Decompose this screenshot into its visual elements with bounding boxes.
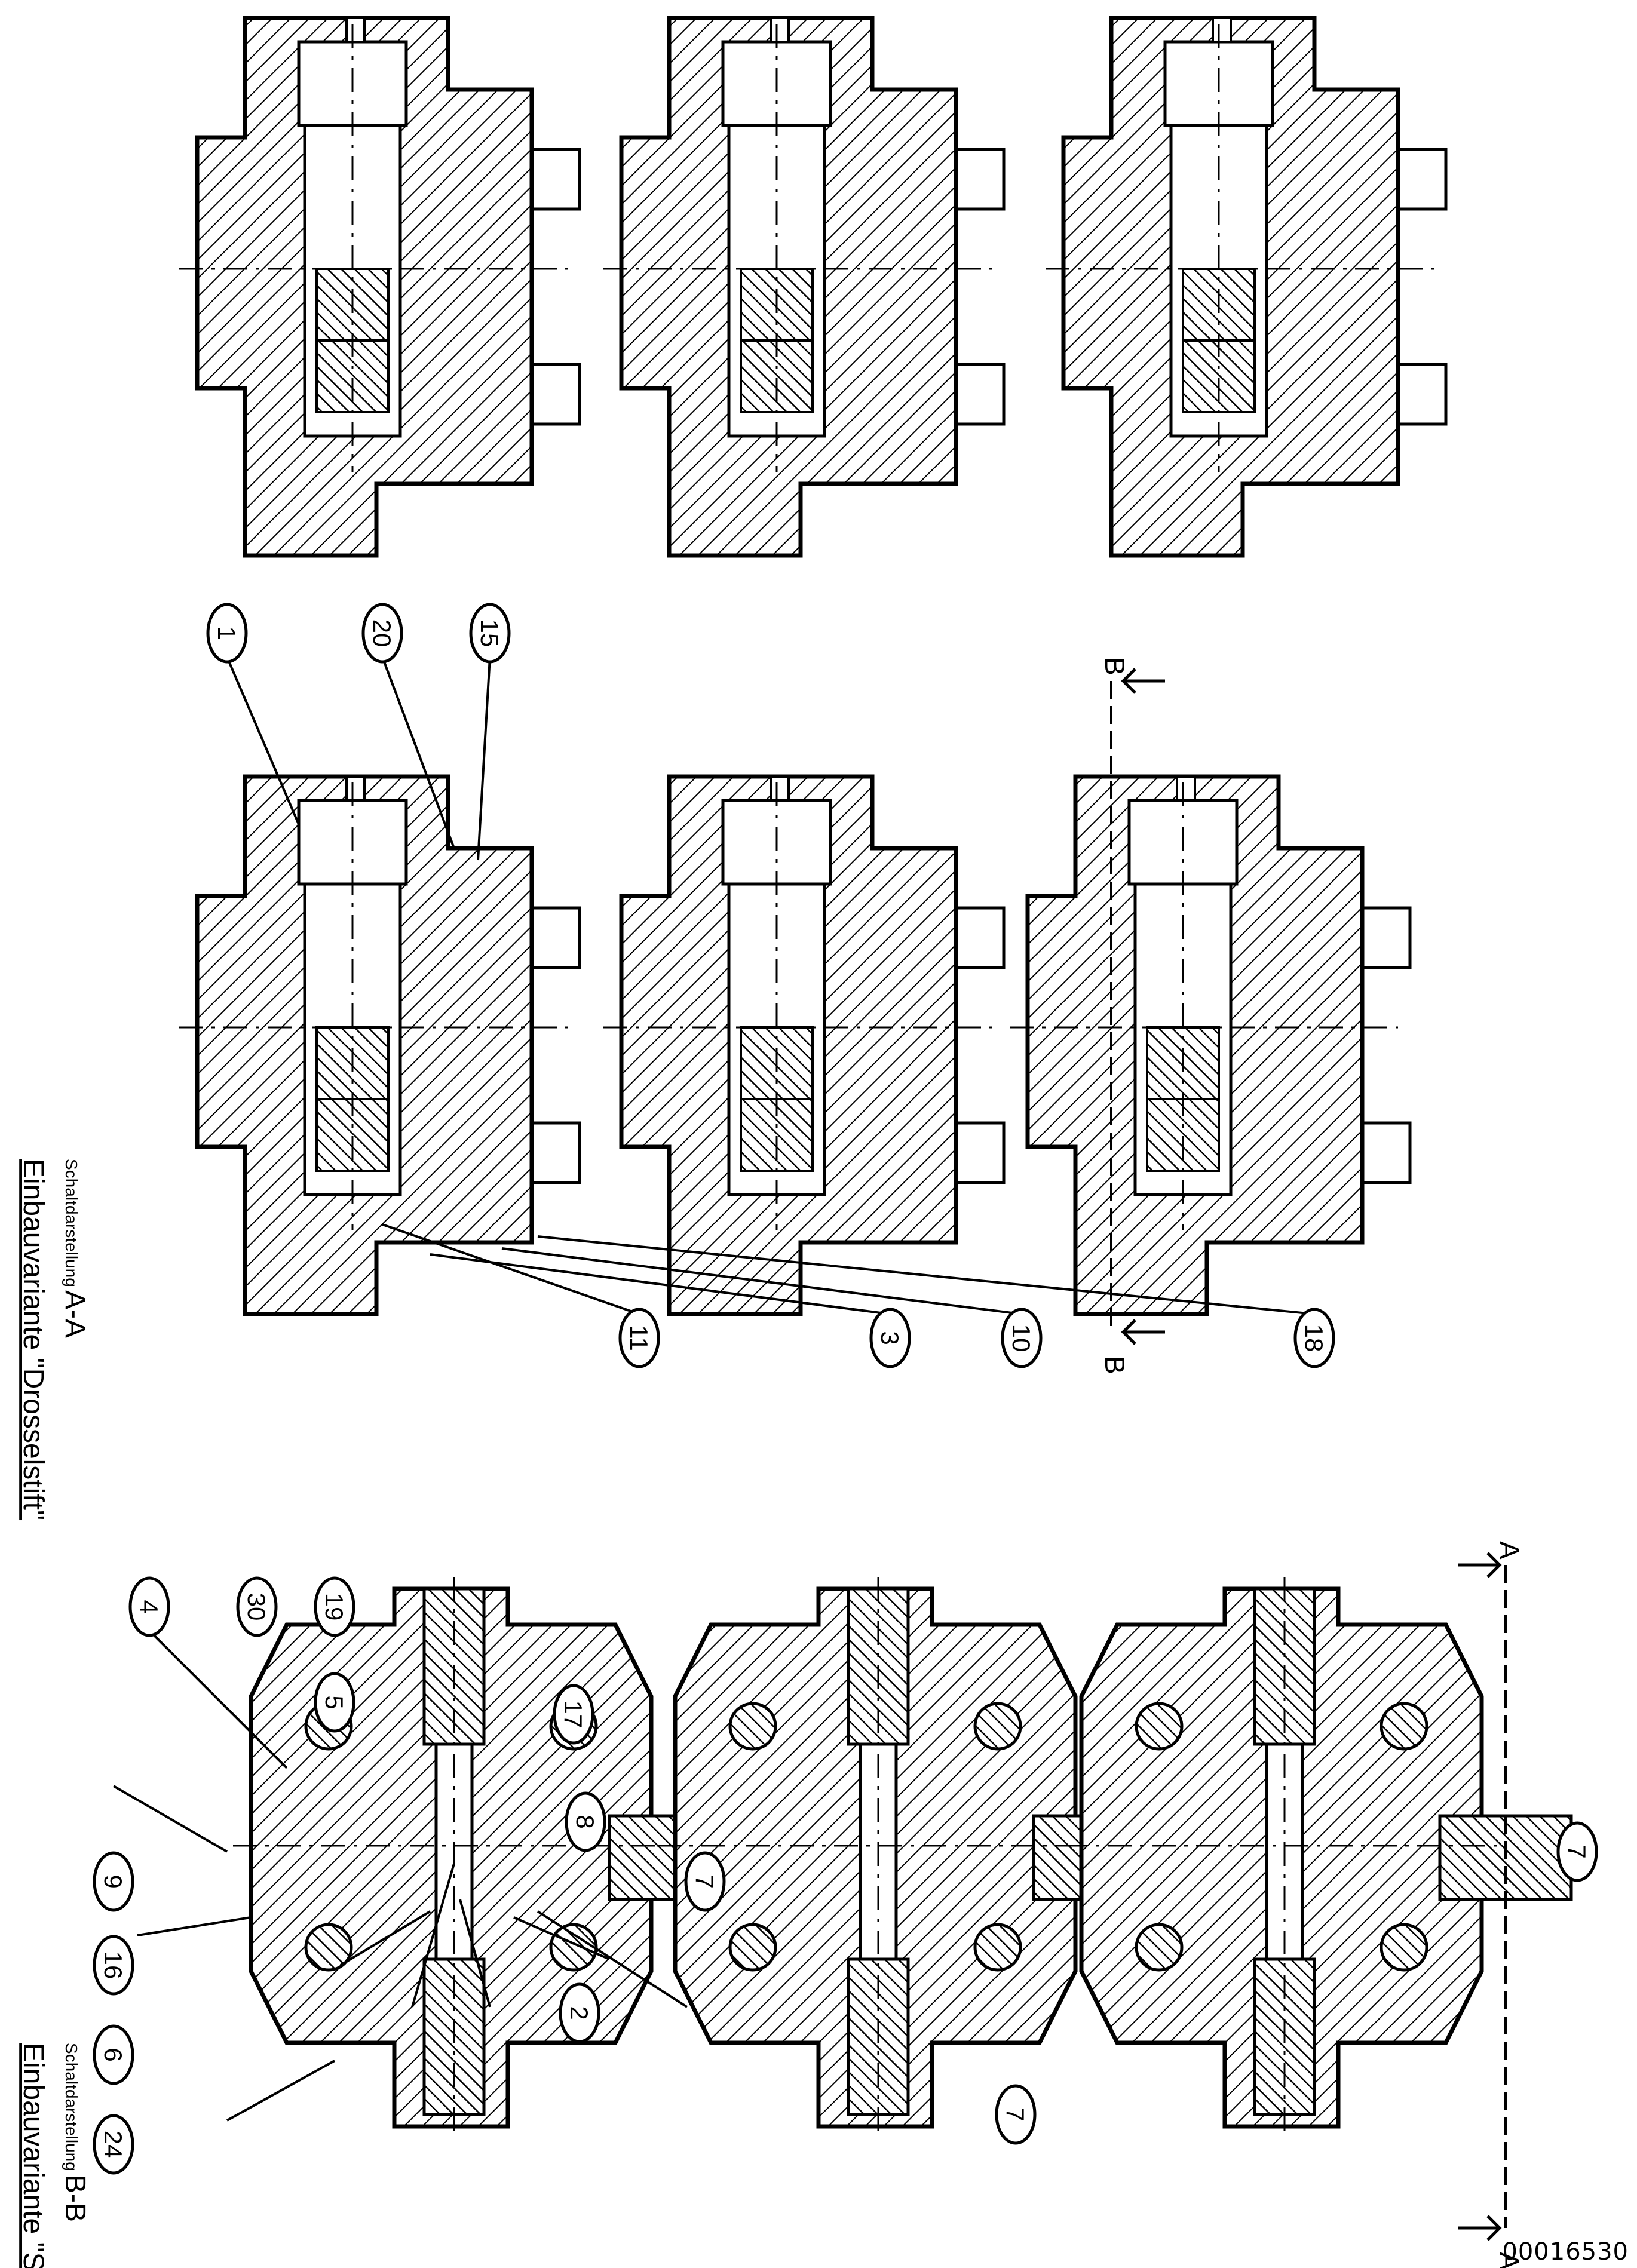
middle-variant-2 [603,777,1004,1314]
right-variant-bottom [1046,18,1446,556]
section-letter-a-right: A [1494,1541,1525,1560]
svg-text:15: 15 [476,619,504,647]
callout-11: 11 [618,1308,660,1368]
callout-1: 1 [206,603,248,664]
svg-text:8: 8 [571,1815,599,1828]
heading-drosselstift-section: A-A [59,1290,91,1338]
callout-20: 20 [361,603,403,664]
section-mark-b [1110,668,1165,1345]
svg-text:6: 6 [99,2048,127,2061]
svg-text:11: 11 [625,1325,653,1351]
callout-30: 30 [236,1576,278,1637]
svg-text:17: 17 [559,1701,587,1729]
right-variant-middle [603,18,1004,556]
left-variant-3 [1063,1577,1571,2138]
svg-text:7: 7 [691,1874,719,1888]
right-variant-top [179,18,580,556]
svg-text:18: 18 [1300,1324,1328,1352]
heading-schieber-section: B-B [59,2174,91,2222]
svg-text:10: 10 [1007,1324,1035,1352]
callout-8: 8 [565,1791,606,1852]
left-variant-main [233,1577,741,2138]
svg-text:9: 9 [99,1874,127,1888]
svg-text:5: 5 [320,1695,348,1709]
callout-19: 19 [314,1576,355,1637]
callout-17: 17 [553,1684,594,1745]
svg-text:4: 4 [135,1600,163,1613]
svg-text:30: 30 [243,1593,271,1621]
heading-drosselstift: Einbauvariante "Drosselstift" [17,1159,49,1520]
section-letter-b-left: B [1099,1356,1130,1374]
heading-drosselstift-sub: Schaltdarstellung [62,1159,81,1287]
callout-7-variant2: 7 [995,2084,1037,2145]
callout-10: 10 [1001,1308,1043,1368]
svg-text:1: 1 [213,626,241,640]
section-mark-a [1458,1552,1507,2241]
callout-16: 16 [93,1935,134,1996]
callout-3: 3 [869,1308,911,1368]
callout-18: 18 [1293,1308,1335,1368]
callout-6: 6 [93,2024,134,2085]
callout-7-variant3: 7 [1556,1821,1598,1882]
heading-schieber: Einbauvariante "Schieber" [17,2043,49,2268]
svg-text:20: 20 [368,619,396,647]
svg-text:19: 19 [320,1593,348,1621]
callout-24: 24 [93,2114,134,2175]
callout-2: 2 [559,1982,600,2043]
callout-15: 15 [469,603,511,664]
svg-text:16: 16 [99,1951,127,1979]
svg-text:24: 24 [99,2131,127,2159]
section-letter-b-right: B [1099,657,1130,676]
leader-lines [112,656,1315,2122]
middle-variant-main [179,777,580,1314]
drawing-id-number: 00016530 [1502,2238,1629,2266]
svg-text:3: 3 [876,1331,904,1345]
callout-5: 5 [314,1672,355,1733]
svg-text:7: 7 [1001,2107,1029,2121]
callout-9: 9 [93,1851,134,1912]
callout-7-main: 7 [684,1851,726,1912]
svg-text:7: 7 [1563,1845,1591,1858]
middle-variant-3 [1010,777,1410,1314]
heading-schieber-sub: Schaltdarstellung [62,2043,81,2171]
callout-4: 4 [128,1576,170,1637]
svg-text:2: 2 [565,2006,593,2020]
section-letter-a-left: A [1494,2252,1525,2268]
